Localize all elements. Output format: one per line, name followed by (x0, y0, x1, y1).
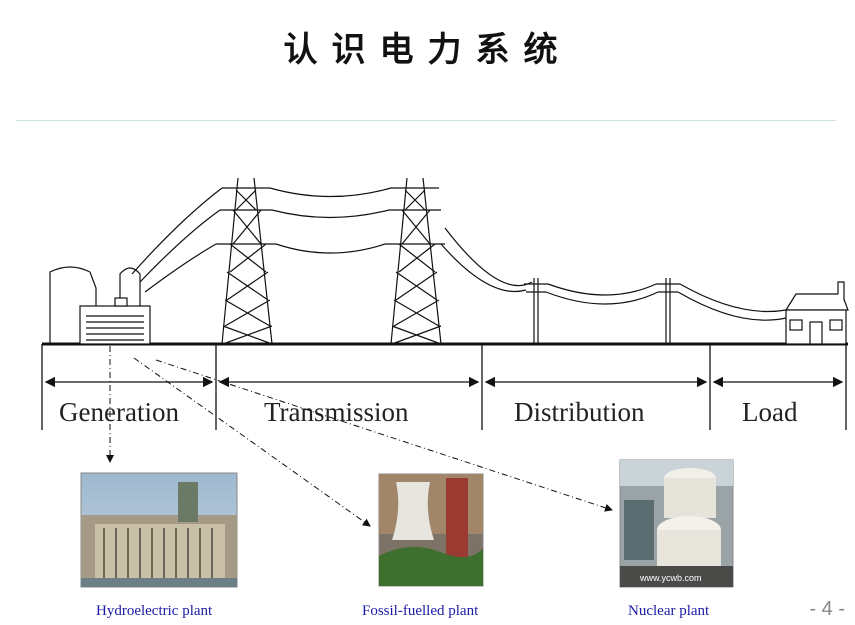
transmission-tower-1 (216, 177, 276, 345)
transmission-lines (131, 187, 533, 293)
segment-generation: Generation (59, 397, 179, 427)
distribution-poles (524, 278, 787, 344)
section-dividers (41, 344, 847, 430)
caption-hydroelectric: Hydroelectric plant (96, 603, 213, 619)
transmission-tower-2 (385, 177, 445, 345)
page-number: - 4 - (809, 598, 845, 620)
segment-transmission: Transmission (264, 397, 409, 427)
caption-nuclear: Nuclear plant (628, 603, 710, 619)
house-icon (784, 281, 849, 345)
caption-fossil-fuelled: Fossil-fuelled plant (362, 603, 479, 619)
segment-load: Load (742, 397, 798, 427)
segment-distribution: Distribution (514, 397, 645, 427)
photo-watermark: www.ycwb.com (639, 573, 702, 583)
power-plant-icon (49, 266, 151, 345)
fossil-fuelled-plant-photo (378, 473, 484, 587)
plant-pointer-arrows (106, 346, 613, 527)
nuclear-plant-photo: www.ycwb.com (619, 459, 734, 588)
hydroelectric-plant-photo (80, 472, 238, 588)
title-divider (16, 120, 836, 121)
slide-title: 认识电力系统 (283, 30, 572, 70)
